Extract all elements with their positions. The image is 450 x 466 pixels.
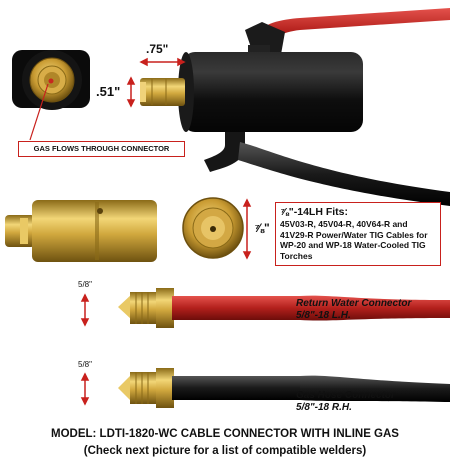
gas-hose-connector xyxy=(118,368,450,408)
gas-flow-callout: GAS FLOWS THROUGH CONNECTOR xyxy=(18,141,185,157)
diameter-dimension-label: .51" xyxy=(96,84,121,99)
return-water-title: Return Water Connector xyxy=(296,298,412,309)
return-water-caption: Return Water Connector 5/8"-18 L.H. xyxy=(296,298,446,322)
fits-title: ⅞"-14LH Fits: xyxy=(280,206,348,218)
gas-hose-title: Gas Hose Connector xyxy=(296,390,395,401)
gas-thread-label: 5/8" xyxy=(78,360,92,369)
gas-hose-caption: Gas Hose Connector 5/8"-18 R.H. xyxy=(296,390,446,414)
fits-body: 45V03-R, 45V04-R, 40V64-R and 41V29-R Po… xyxy=(280,219,428,261)
connector-end-view xyxy=(12,50,90,110)
gas-flow-pointer xyxy=(29,83,49,141)
brass-adapter-face xyxy=(182,197,244,259)
gas-hose-thread: 5/8"-18 R.H. xyxy=(296,402,352,413)
main-connector xyxy=(140,8,450,206)
width-dimension-label: .75" xyxy=(146,42,169,56)
fits-callout: ⅞"-14LH Fits: 45V03-R, 45V04-R, 40V64-R … xyxy=(275,202,441,266)
dimension-arrows xyxy=(80,57,252,406)
compatibility-note: (Check next picture for a list of compat… xyxy=(83,445,367,457)
face-dimension-label: ⅞" xyxy=(254,221,270,235)
return-water-connector xyxy=(118,288,450,328)
return-water-thread: 5/8"-18 L.H. xyxy=(296,310,351,321)
model-title: MODEL: LDTI-1820-WC CABLE CONNECTOR WITH… xyxy=(51,428,399,440)
return-thread-label: 5/8" xyxy=(78,280,92,289)
brass-adapter-side xyxy=(5,200,157,262)
